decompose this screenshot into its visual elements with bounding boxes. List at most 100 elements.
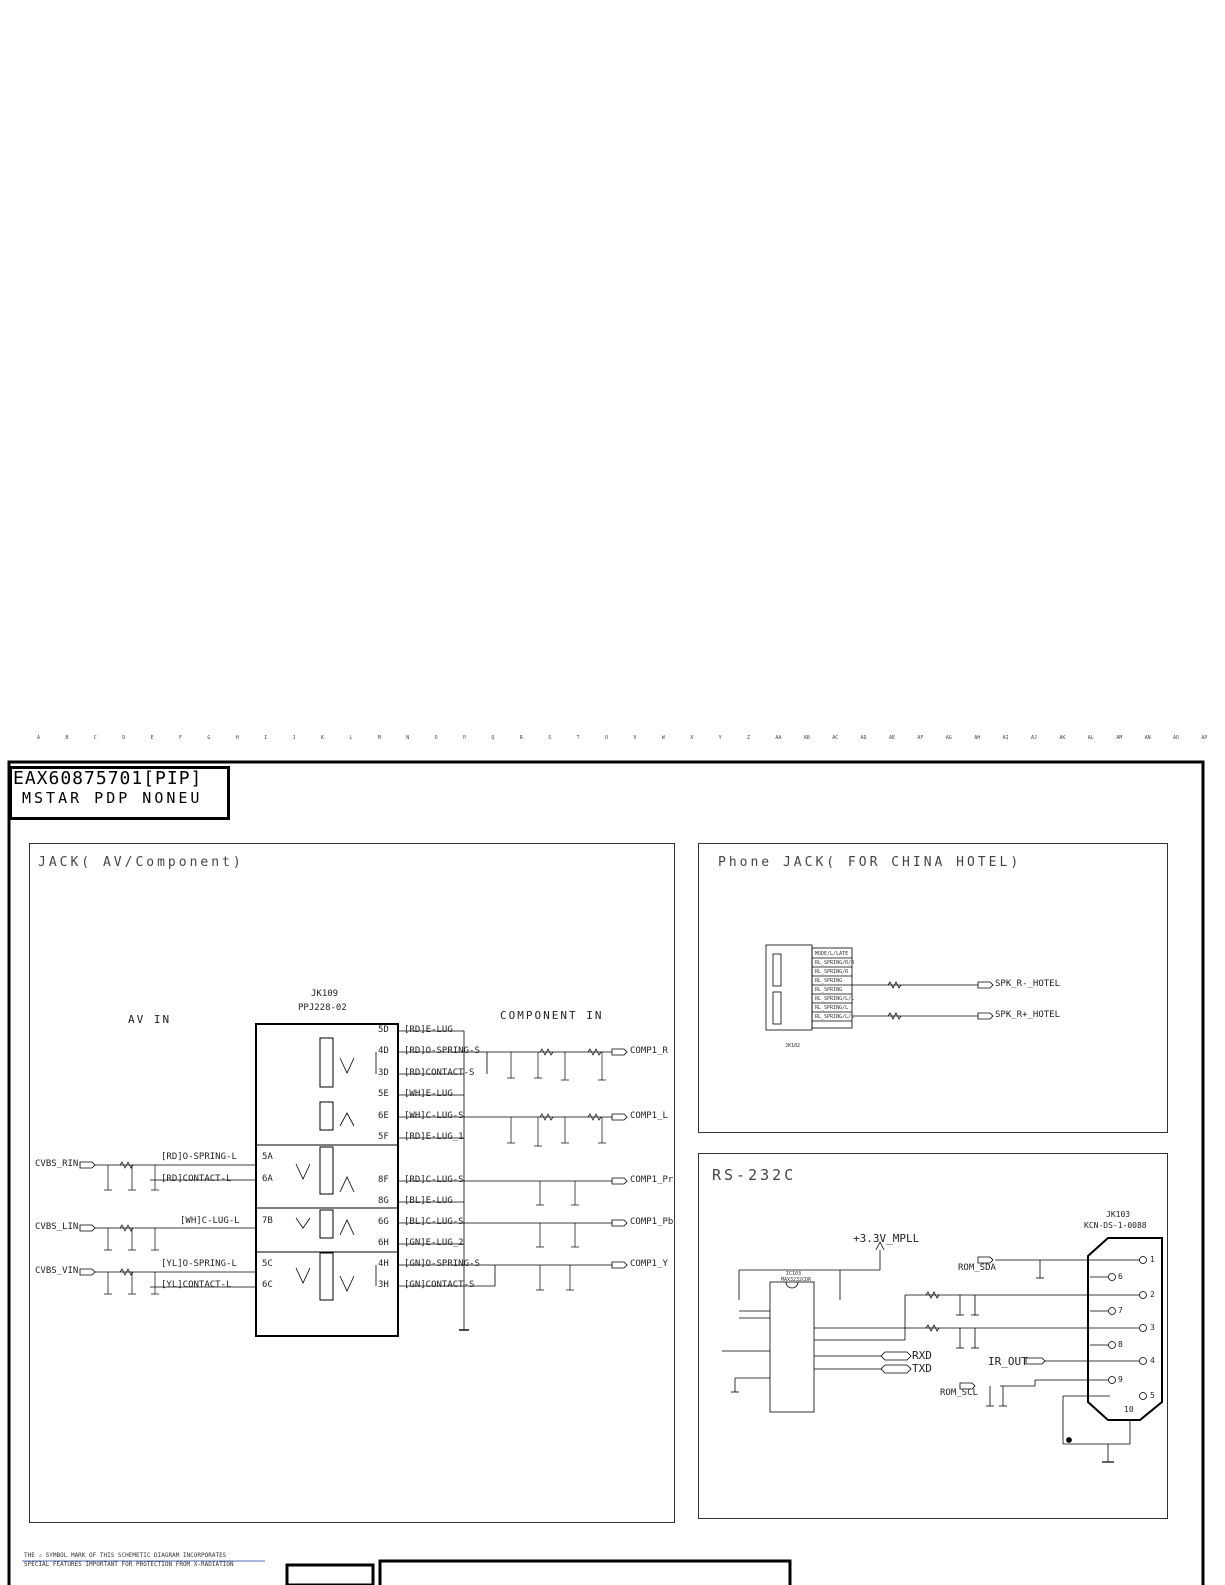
jk109-net-label: [RD]E-LUG	[404, 1025, 453, 1035]
input-cvbs-rin: CVBS_RIN	[35, 1159, 79, 1169]
jk109-net-label: [BL]E-LUG	[404, 1196, 453, 1206]
jk109-net-label: [RD]E-LUG_1	[404, 1132, 464, 1142]
grid-ref-label: T	[576, 735, 580, 741]
db9-pin-number: 1	[1150, 1255, 1155, 1264]
av-in-label: AV IN	[128, 1013, 172, 1026]
jk109-pin-number: 4H	[378, 1259, 389, 1269]
ic103-body	[769, 1281, 815, 1413]
grid-ref-label: AB	[803, 735, 810, 741]
jk109-pin-number: 5C	[262, 1259, 273, 1269]
footer-note-1: THE ⚠ SYMBOL MARK OF THIS SCHEMETIC DIAG…	[24, 1552, 227, 1559]
jk109-net-label: [GN]E-LUG_2	[404, 1238, 464, 1248]
jk109-pin-number: 5F	[378, 1132, 389, 1142]
jk109-pin-number: 5A	[262, 1152, 273, 1162]
grid-ref-label: C	[93, 735, 97, 741]
passive-parts	[104, 1048, 606, 1295]
grid-ref-label: AE	[889, 735, 896, 741]
db9-connector-outline	[1087, 1237, 1163, 1421]
ic103-ref: IC103	[786, 1271, 802, 1277]
jk109-part: PPJ228-02	[298, 1003, 347, 1013]
grid-ref-label: M	[377, 735, 381, 741]
signal-txd: TXD	[912, 1362, 932, 1375]
grid-ref-label: J	[292, 735, 296, 741]
grid-ref-label: U	[605, 735, 609, 741]
outer-border	[7, 760, 1205, 1585]
output-comp1-pr: COMP1_Pr	[630, 1175, 674, 1185]
output-comp1-l: COMP1_L	[630, 1111, 668, 1121]
grid-ref-label: B	[65, 735, 69, 741]
panel-rs232c-title: RS-232C	[712, 1166, 797, 1184]
jk109-pin-number: 5D	[378, 1025, 389, 1035]
grid-ref-label: R	[519, 735, 523, 741]
db9-pin-number: 7	[1118, 1306, 1123, 1315]
signal-ir-out: IR_OUT	[988, 1355, 1028, 1368]
jk109-net-label: [RD]O-SPRING-L	[161, 1152, 237, 1162]
signal-rom-sda: ROM_SDA	[958, 1263, 996, 1273]
db9-pin-number: 10	[1124, 1405, 1134, 1414]
jk109-net-label: [RD]CONTACT-S	[404, 1068, 475, 1078]
grid-ref-label: W	[661, 735, 665, 741]
grid-ref-label: O	[434, 735, 438, 741]
jk109-pin-number: 6H	[378, 1238, 389, 1248]
grid-ref-label: P	[463, 735, 467, 741]
db9-pin-number: 9	[1118, 1375, 1123, 1384]
grid-ref-label: E	[150, 735, 154, 741]
phone-jack-pin-label: RL_SPRING/L/L	[815, 996, 855, 1002]
jk109-net-label: [WH]C-LUG-L	[180, 1216, 240, 1226]
jk109-net-label: [YL]CONTACT-L	[161, 1280, 232, 1290]
grid-ref-label: F	[179, 735, 183, 741]
panel-jack-av-component	[29, 843, 675, 1523]
footer-note-2: SPECIAL FEATURES IMPORTANT FOR PROTECTIO…	[24, 1561, 234, 1568]
jk109-pin-number: 8G	[378, 1196, 389, 1206]
phone-jack-pin-label: RL_SPRING	[815, 987, 843, 993]
grid-ref-label: AJ	[1031, 735, 1038, 741]
grid-ref-label: K	[321, 735, 325, 741]
output-flags	[611, 1048, 628, 1269]
jk109-net-label: [GN]O-SPRING-S	[404, 1259, 480, 1269]
phone-jack-pin-label: MODE/L/LATE	[815, 951, 849, 957]
input-flags	[79, 1161, 96, 1276]
db9-pin-number: 8	[1118, 1340, 1123, 1349]
jk109-pin-number: 5E	[378, 1089, 389, 1099]
db9-pin-number: 4	[1150, 1356, 1155, 1365]
jk109-net-label: [RD]CONTACT-L	[161, 1174, 232, 1184]
db9-pins	[1108, 1256, 1147, 1400]
phone-jack-pin-label: RL_SPRING/R	[815, 969, 849, 975]
jk103-ref: JK103	[1106, 1210, 1131, 1219]
phone-jack-pin-label: RL_SPRING/L	[815, 1005, 849, 1011]
db9-pin-number: 5	[1150, 1391, 1155, 1400]
output-spk-r-plus-hotel: SPK_R+_HOTEL	[995, 1010, 1061, 1020]
grid-ref-label: AF	[917, 735, 924, 741]
jack-right-wires	[375, 1030, 620, 1331]
signal-rxd: RXD	[912, 1349, 932, 1362]
jk109-net-label: [WH]C-LUG-S	[404, 1111, 464, 1121]
phone-output-flags	[977, 981, 994, 1020]
phone-jack-pin-label: RL_SPRING/R/R	[815, 960, 855, 966]
grid-ref-label: D	[122, 735, 126, 741]
panel-phone-jack	[698, 843, 1168, 1133]
db9-pin-number: 6	[1118, 1272, 1123, 1281]
footer-box-1	[285, 1563, 375, 1585]
grid-ref-label: AN	[1144, 735, 1151, 741]
jk109-pin-number: 6C	[262, 1280, 273, 1290]
ic103-part: MAX3232CDR	[781, 1277, 812, 1283]
rs232-wires	[722, 1241, 1140, 1463]
grid-ref-label: G	[207, 735, 211, 741]
title-line-1: EAX60875701[PIP]	[13, 768, 203, 789]
grid-ref-label: AM	[1116, 735, 1123, 741]
grid-ref-label: X	[690, 735, 694, 741]
jk109-net-label: [BL]C-LUG-S	[404, 1217, 464, 1227]
phone-jack-pin-label: RL_SPRING	[815, 978, 843, 984]
jk109-pin-number: 6A	[262, 1174, 273, 1184]
footer-box-2	[378, 1559, 792, 1585]
jk109-net-label: [WH]E-LUG	[404, 1089, 453, 1099]
input-cvbs-lin: CVBS_LIN	[35, 1222, 79, 1232]
jk109-pin-number: 8F	[378, 1175, 389, 1185]
grid-ref-label: N	[406, 735, 410, 741]
jk109-pin-number: 3D	[378, 1068, 389, 1078]
jk109-pin-number: 6G	[378, 1217, 389, 1227]
jk109-pin-number: 4D	[378, 1046, 389, 1056]
phone-jack-ref: JK102	[785, 1043, 801, 1049]
grid-ref-label: Z	[747, 735, 751, 741]
